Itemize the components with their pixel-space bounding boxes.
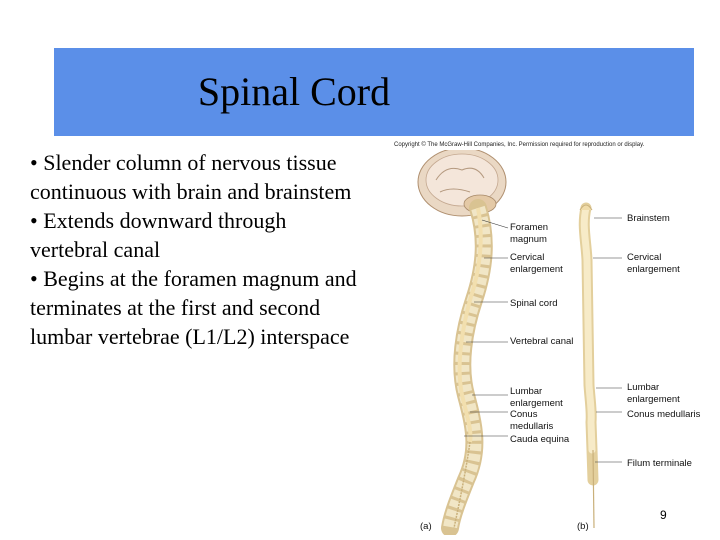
label-conus-medullaris-right: Conus medullaris <box>627 409 701 420</box>
label-foramen-magnum: Foramen magnum <box>510 222 549 245</box>
label-filum-terminale: Filum terminale <box>627 458 692 469</box>
spinal-cord-illustration <box>417 150 622 535</box>
bullet-item: • Slender column of nervous tissue conti… <box>30 150 352 204</box>
label-vertebral-canal: Vertebral canal <box>510 336 574 347</box>
panel-a-label: (a) <box>420 521 432 532</box>
bullet-item: • Extends downward through vertebral can… <box>30 208 287 262</box>
page-number: 9 <box>660 508 667 522</box>
bullet-list: • Slender column of nervous tissue conti… <box>30 148 370 351</box>
leader-lines <box>464 217 622 463</box>
vertebral-column <box>441 199 493 535</box>
label-cervical-enlargement-left: Cervical enlargement <box>510 252 563 275</box>
panel-b-label: (b) <box>577 521 589 532</box>
brain-icon <box>417 150 507 217</box>
label-cervical-enlargement-right: Cervical enlargement <box>627 252 680 275</box>
copyright-notice: Copyright © The McGraw-Hill Companies, I… <box>394 142 645 148</box>
label-brainstem: Brainstem <box>627 213 670 224</box>
title-bar <box>54 48 694 136</box>
slide-title: Spinal Cord <box>197 69 391 114</box>
label-cauda-equina: Cauda equina <box>510 434 570 445</box>
label-spinal-cord: Spinal cord <box>510 298 558 309</box>
label-lumbar-enlargement-left: Lumbar enlargement <box>510 386 563 409</box>
label-conus-medullaris-left: Conus medullaris <box>510 409 554 432</box>
isolated-spinal-cord <box>578 202 599 529</box>
bullet-item: • Begins at the foramen magnum and termi… <box>30 266 357 349</box>
label-lumbar-enlargement-right: Lumbar enlargement <box>627 382 680 405</box>
